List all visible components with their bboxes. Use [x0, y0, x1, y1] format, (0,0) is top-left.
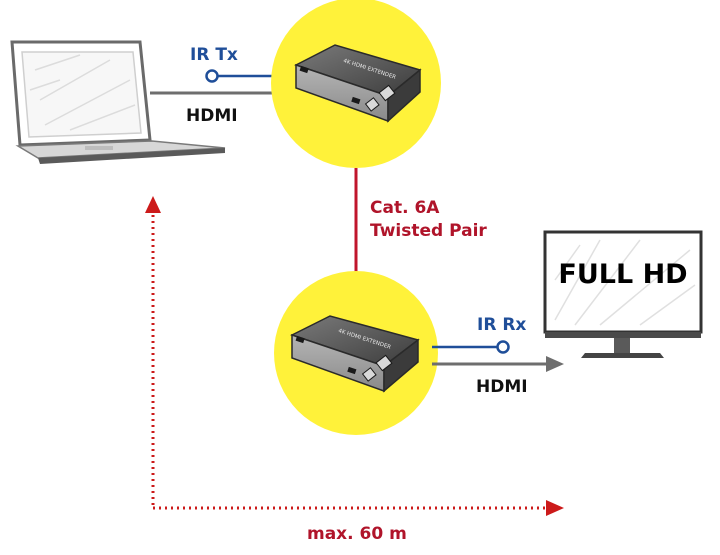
rx-hdmi-label: HDMI	[476, 377, 528, 397]
rx-hdmi-arrowhead	[546, 356, 564, 372]
monitor-wallpaper-lines	[554, 239, 696, 326]
tx-ir-label: IR Tx	[190, 45, 238, 65]
monitor-screen-text: FULL HD	[558, 259, 687, 290]
laptop-hinge	[85, 146, 113, 150]
rx-ir-label: IR Rx	[477, 315, 526, 335]
rx-ir-connector	[496, 340, 510, 354]
tx-ir-connector	[205, 69, 219, 83]
transmitter-unit: 4K HDMI EXTENDER	[271, 0, 441, 168]
transmitter-box: 4K HDMI EXTENDER	[294, 44, 422, 123]
monitor: FULL HD	[543, 230, 703, 358]
monitor-bezel	[545, 332, 701, 338]
laptop-display	[21, 51, 142, 138]
receiver-box: 4K HDMI EXTENDER	[290, 315, 420, 393]
laptop-base-edge	[38, 148, 225, 164]
monitor-base	[581, 353, 664, 358]
distance-arrow-right	[546, 500, 564, 516]
receiver-unit: 4K HDMI EXTENDER	[274, 271, 438, 435]
laptop	[10, 40, 226, 164]
distance-label: max. 60 m	[307, 524, 407, 544]
tx-hdmi-label: HDMI	[186, 106, 238, 126]
monitor-screen	[543, 230, 703, 334]
distance-arrow-up	[145, 196, 161, 213]
cable-label-line2: Twisted Pair	[370, 221, 487, 241]
cable-label-line1: Cat. 6A	[370, 198, 440, 218]
laptop-wallpaper-lines	[29, 54, 136, 131]
monitor-neck	[614, 338, 630, 354]
